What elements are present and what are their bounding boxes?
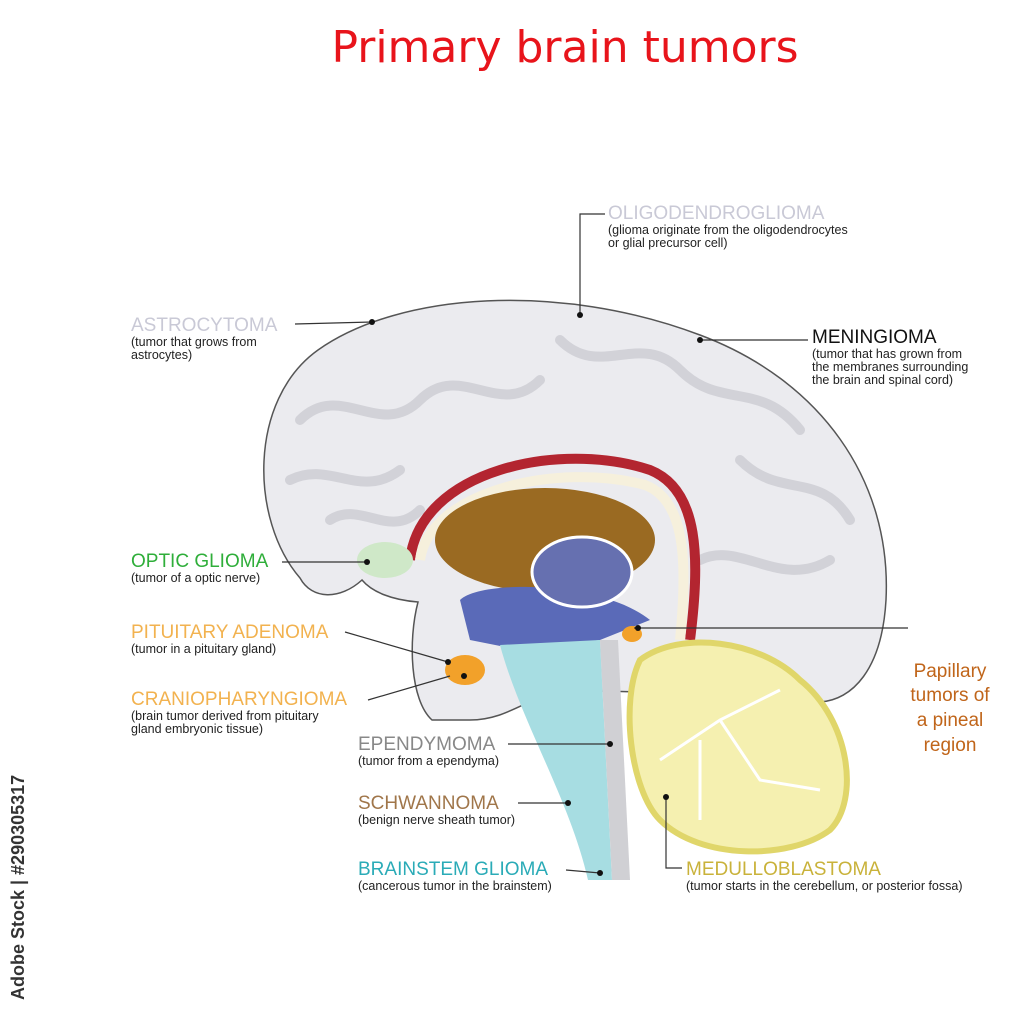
label-meningioma: MENINGIOMA (tumor that has grown from th…: [812, 327, 969, 388]
optic-nerve: [357, 542, 413, 578]
label-oligodendroglioma: OLIGODENDROGLIOMA (glioma originate from…: [608, 203, 848, 251]
corpus-callosum: [405, 453, 701, 641]
label-schwannoma: SCHWANNOMA (benign nerve sheath tumor): [358, 793, 516, 827]
label-brainstem-glioma: BRAINSTEM GLIOMA (cancerous tumor in the…: [358, 859, 552, 893]
label-astrocytoma: ASTROCYTOMA (tumor that grows from astro…: [131, 315, 278, 363]
label-optic-glioma: OPTIC GLIOMA (tumor of a optic nerve): [131, 551, 269, 585]
label-craniopharyngioma: CRANIOPHARYNGIOMA (brain tumor derived f…: [131, 689, 348, 737]
label-pineal-tumors: Papillary tumors of a pineal region: [910, 660, 990, 756]
brainstem: [500, 640, 612, 880]
label-ependymoma: EPENDYMOMA (tumor from a ependyma): [358, 734, 500, 768]
lateral-ventricle: [530, 535, 634, 609]
leader-lines: [282, 213, 908, 874]
label-pituitary-adenoma: PITUITARY ADENOMA (tumor in a pituitary …: [131, 622, 329, 656]
stock-credit: Adobe Stock | #290305317: [8, 774, 28, 1000]
pointer-dots: [364, 312, 703, 876]
arbor-vitae: [659, 688, 821, 820]
gyri: [285, 335, 855, 575]
diagram-title: Primary brain tumors: [331, 22, 799, 73]
label-medulloblastoma: MEDULLOBLASTOMA (tumor starts in the cer…: [686, 859, 963, 893]
pituitary-gland: [445, 655, 485, 685]
